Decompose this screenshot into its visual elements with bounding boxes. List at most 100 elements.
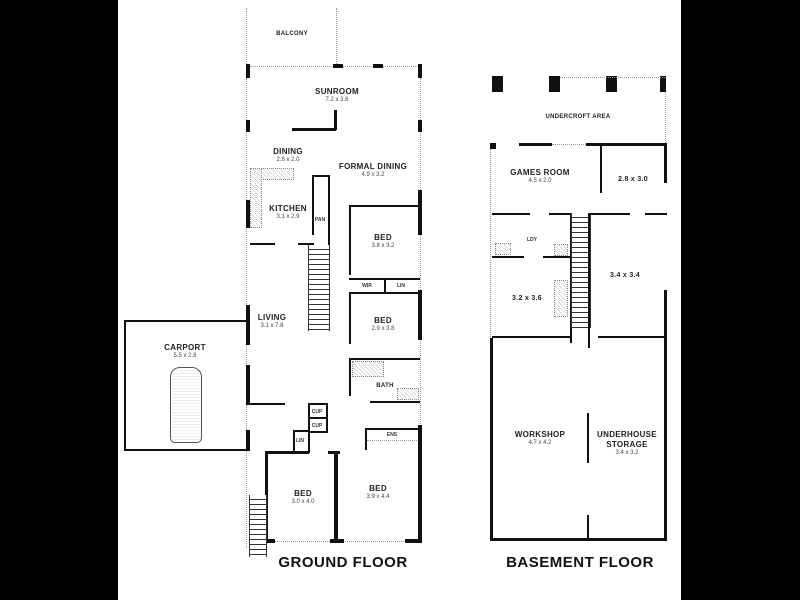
room-label-dining: DINING bbox=[273, 147, 303, 156]
wall bbox=[298, 243, 314, 245]
wall bbox=[405, 539, 422, 543]
wall bbox=[292, 128, 336, 131]
wall bbox=[349, 358, 420, 360]
room-dim-room-b: 3.2 x 3.6 bbox=[512, 295, 542, 302]
wall bbox=[492, 256, 524, 258]
basement-staircase bbox=[571, 213, 591, 328]
laundry-tub bbox=[495, 243, 511, 255]
wall bbox=[246, 430, 250, 450]
wall bbox=[549, 213, 574, 215]
room-label-workshop: WORKSHOP bbox=[514, 430, 566, 439]
fixture-label-lin: LIN bbox=[396, 283, 406, 289]
vanity bbox=[397, 388, 419, 400]
room-label-bed-1: BED bbox=[374, 233, 392, 242]
wall bbox=[349, 205, 420, 207]
room-dim-workshop: 4.7 x 4.2 bbox=[528, 440, 552, 446]
wall bbox=[587, 515, 589, 540]
wall bbox=[334, 451, 338, 541]
room-label-bath: BATH bbox=[376, 383, 394, 389]
wall bbox=[587, 413, 589, 463]
wall bbox=[312, 175, 330, 177]
wall bbox=[664, 143, 667, 183]
kitchen-bench bbox=[250, 168, 262, 228]
wall bbox=[293, 430, 308, 432]
room-label-balcony: BALCONY bbox=[276, 31, 308, 37]
wall bbox=[588, 213, 590, 348]
room-dim-storage: 3.4 x 3.2 bbox=[615, 450, 639, 456]
wall bbox=[590, 213, 630, 215]
wall bbox=[334, 110, 337, 130]
wall bbox=[265, 451, 309, 454]
room-dim-dining: 2.8 x 2.0 bbox=[276, 157, 300, 163]
room-label-bed-2: BED bbox=[374, 316, 392, 325]
wall bbox=[598, 336, 666, 338]
wall bbox=[645, 213, 667, 215]
room-dim-bed-4: 3.9 x 4.4 bbox=[366, 494, 390, 500]
wall bbox=[519, 143, 552, 146]
wall bbox=[312, 175, 314, 235]
room-dim-room-c: 3.4 x 3.4 bbox=[610, 272, 640, 279]
wall bbox=[293, 430, 295, 452]
wall bbox=[586, 143, 666, 146]
room-dim-kitchen: 3.1 x 2.9 bbox=[276, 214, 300, 220]
balcony-edge-left bbox=[246, 8, 247, 66]
room-label-games-room: GAMES ROOM bbox=[510, 168, 570, 177]
wall bbox=[308, 403, 310, 453]
room-label-bed-3: BED bbox=[294, 489, 312, 498]
car-icon bbox=[170, 367, 202, 443]
wall bbox=[492, 213, 530, 215]
wall bbox=[600, 143, 602, 193]
staircase bbox=[308, 245, 330, 331]
pier bbox=[606, 76, 617, 92]
room-dim-room-a: 2.8 x 3.0 bbox=[618, 176, 648, 183]
laundry-fixture bbox=[554, 244, 568, 256]
fixture-label-lin-2: LIN bbox=[295, 438, 305, 444]
wall-east-window bbox=[420, 78, 421, 438]
wall bbox=[664, 290, 667, 540]
wall bbox=[265, 539, 275, 543]
room-label-undercroft: UNDERCROFT AREA bbox=[545, 114, 611, 120]
wall bbox=[250, 243, 275, 245]
room-label-formal-dining: FORMAL DINING bbox=[338, 162, 408, 171]
wall bbox=[418, 290, 422, 340]
wall bbox=[124, 449, 250, 451]
room-dim-carport: 5.5 x 2.8 bbox=[173, 353, 197, 359]
wall bbox=[418, 120, 422, 132]
wall bbox=[328, 175, 330, 245]
wall bbox=[418, 190, 422, 235]
wall bbox=[490, 538, 667, 541]
room-label-underhouse: UNDERHOUSE bbox=[597, 430, 657, 439]
wall bbox=[246, 120, 250, 132]
room-label-bed-4: BED bbox=[369, 484, 387, 493]
wall-window bbox=[552, 144, 586, 145]
wall bbox=[365, 428, 367, 450]
wall bbox=[349, 205, 351, 275]
pier bbox=[660, 76, 666, 92]
wall bbox=[330, 539, 344, 543]
room-label-storage: STORAGE bbox=[606, 440, 648, 449]
wall bbox=[308, 403, 328, 405]
wall bbox=[124, 320, 126, 451]
room-dim-bed-1: 3.8 x 3.2 bbox=[371, 243, 395, 249]
room-dim-formal-dining: 4.9 x 3.2 bbox=[361, 172, 385, 178]
fixture-label-wir: WIR bbox=[362, 283, 372, 289]
wall bbox=[365, 428, 420, 430]
wall bbox=[370, 401, 420, 403]
room-dim-sunroom: 7.2 x 3.6 bbox=[325, 97, 349, 103]
room-label-living: LIVING bbox=[257, 313, 287, 322]
wall bbox=[246, 64, 250, 78]
room-label-sunroom: SUNROOM bbox=[315, 87, 359, 96]
wall bbox=[246, 305, 250, 345]
room-dim-bed-2: 2.9 x 3.8 bbox=[371, 326, 395, 332]
wall bbox=[490, 338, 493, 538]
balcony-edge-right bbox=[336, 8, 337, 66]
ground-floor-title: GROUND FLOOR bbox=[278, 554, 408, 571]
wall bbox=[418, 425, 422, 543]
wall bbox=[328, 451, 340, 454]
wall bbox=[349, 358, 351, 396]
wall bbox=[308, 431, 328, 433]
wall bbox=[418, 64, 422, 78]
fixture-label-laundry: LDY bbox=[527, 237, 537, 243]
ensuite-divider bbox=[367, 440, 419, 441]
pier bbox=[549, 76, 560, 92]
